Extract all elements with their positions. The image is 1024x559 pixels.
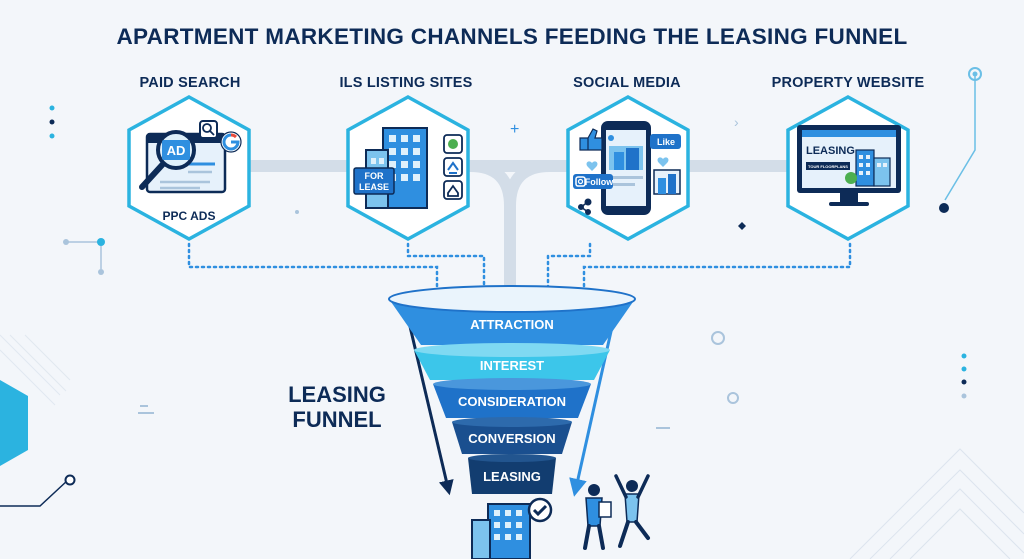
funnel-stage-4 — [452, 422, 572, 454]
ppc-ads-caption: PPC ADS — [163, 209, 216, 223]
channel-label-social: SOCIAL MEDIA — [573, 75, 681, 91]
funnel-stage-label-consideration: CONSIDERATION — [458, 394, 566, 409]
funnel-stage-label-leasing: LEASING — [483, 469, 541, 484]
funnel-stage-3 — [433, 384, 591, 418]
celebrating-people-icon — [583, 474, 650, 550]
funnel-title-line-2: FUNNEL — [292, 407, 382, 432]
for-lease-sign-line-2: LEASE — [359, 182, 389, 192]
website-screen-button: TOUR FLOORPLANS — [808, 164, 848, 169]
channel-flow-arrows — [187, 242, 852, 306]
website-screen-title: LEASING — [806, 145, 855, 157]
channel-label-ils: ILS LISTING SITES — [339, 75, 473, 91]
funnel-stage-label-interest: INTEREST — [480, 358, 544, 373]
for-lease-sign-line-1: FOR — [365, 171, 384, 181]
channel-label-website: PROPERTY WEBSITE — [771, 75, 925, 91]
ils-building-icon — [353, 127, 463, 209]
svg-text:›: › — [734, 114, 739, 130]
leasing-funnel — [388, 285, 636, 497]
follow-button-text: Follow — [585, 177, 614, 187]
svg-text:+: + — [510, 121, 519, 138]
funnel-stage-label-attraction: ATTRACTION — [470, 317, 554, 332]
like-button-text: Like — [657, 137, 675, 147]
funnel-title: LEASING FUNNEL — [262, 382, 412, 432]
funnel-stage-5 — [468, 458, 556, 494]
website-monitor-icon — [797, 125, 901, 206]
background-decorations: + › — [0, 67, 1024, 559]
funnel-title-line-1: LEASING — [288, 382, 386, 407]
ad-badge-text: AD — [167, 143, 186, 158]
social-phone-icon — [573, 121, 681, 215]
funnel-stage-2 — [414, 350, 610, 380]
channel-label-paid-search: PAID SEARCH — [139, 75, 241, 91]
leased-building-icon — [471, 497, 553, 559]
paid-search-laptop-icon — [139, 120, 242, 194]
page-title: APARTMENT MARKETING CHANNELS FEEDING THE… — [116, 24, 908, 49]
channel-connector-bar — [150, 160, 870, 300]
funnel-stage-label-conversion: CONVERSION — [468, 431, 555, 446]
